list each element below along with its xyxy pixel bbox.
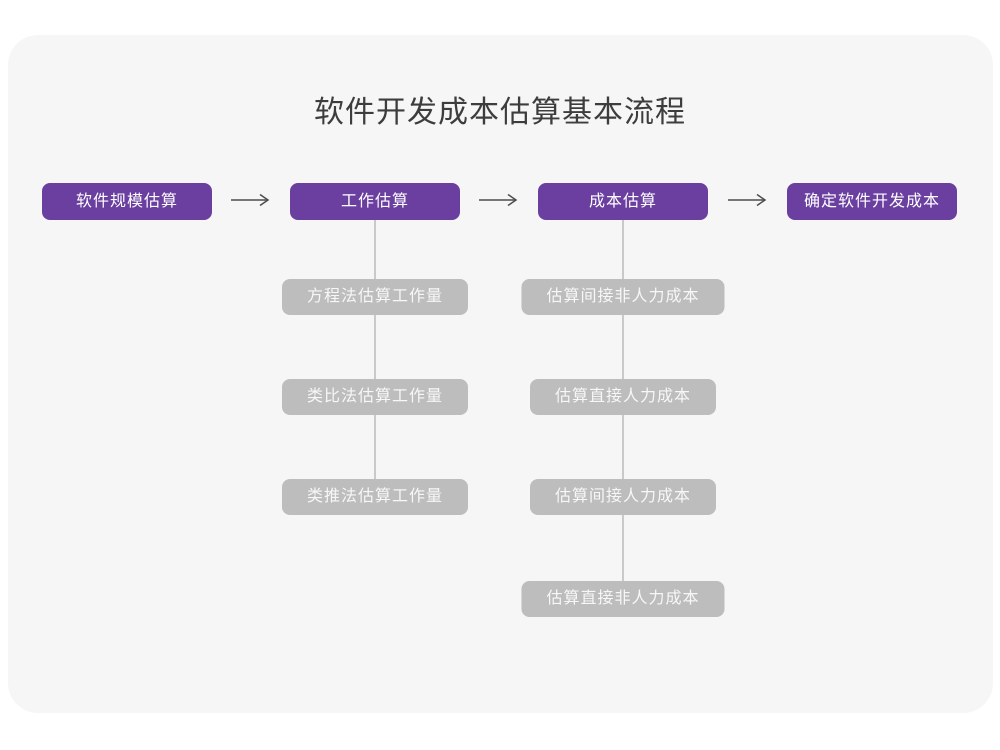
right-arrow-icon (231, 193, 270, 207)
flow-step-software-size-estimation: 软件规模估算 (42, 183, 212, 220)
cost-item-node-direct-labor: 估算直接人力成本 (529, 379, 717, 415)
work-method-node-equation: 方程法估算工作量 (281, 279, 469, 315)
cost-item-node-direct-nonlabor: 估算直接非人力成本 (521, 581, 725, 617)
flow-step-work-estimation: 工作估算 (290, 183, 460, 220)
right-arrow-icon (479, 193, 518, 207)
flow-step-determine-development-cost: 确定软件开发成本 (787, 183, 957, 220)
connector-line-work-estimation (374, 220, 376, 497)
work-method-node-extrapolation: 类推法估算工作量 (281, 479, 469, 515)
right-arrow-icon (728, 193, 767, 207)
canvas-card (8, 35, 993, 713)
work-method-node-analogy: 类比法估算工作量 (281, 379, 469, 415)
diagram-title: 软件开发成本估算基本流程 (314, 96, 686, 129)
flow-step-cost-estimation: 成本估算 (538, 183, 708, 220)
cost-item-node-indirect-nonlabor: 估算间接非人力成本 (521, 279, 725, 315)
cost-item-node-indirect-labor: 估算间接人力成本 (529, 479, 717, 515)
